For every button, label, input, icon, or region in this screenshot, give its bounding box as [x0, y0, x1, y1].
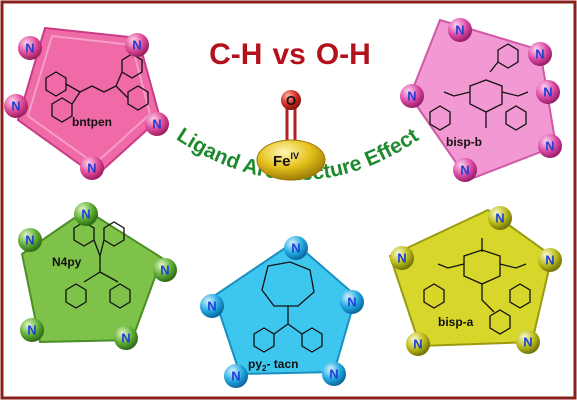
iron-label: FeIV: [273, 151, 299, 170]
n-label-bisp-b-1: N: [455, 23, 464, 38]
n-ball-bntpen-2: [125, 33, 149, 57]
n-ball-bisp-b-2: [528, 42, 552, 66]
pentagon-py2-tacn: [212, 240, 358, 376]
n-label-bntpen-1: N: [25, 41, 34, 56]
n-ball-bntpen-5: [80, 156, 104, 180]
n-ball-bisp-b-4: [536, 80, 560, 104]
n-ball-n4py-1: [74, 202, 98, 226]
structure-bisp-b: [429, 43, 529, 131]
n-ball-py2-tacn-1: [284, 236, 308, 260]
n-label-bisp-b-4: N: [543, 85, 552, 100]
n-donor-atoms: N N N N N N N N N N N N N N N N N N N N N N N N N N: [4, 18, 562, 388]
n-ball-py2-tacn-3: [340, 290, 364, 314]
n-ball-n4py-5: [114, 326, 138, 350]
ligand-label-bntpen: bntpen: [72, 115, 112, 129]
n-label-n4py-1: N: [81, 207, 90, 222]
structure-bisp-a: [423, 238, 531, 335]
ligand-label-bisp-b: bisp-b: [446, 135, 482, 149]
n-label-py2-tacn-1: N: [291, 241, 300, 256]
n-ball-bisp-b-6: [538, 134, 562, 158]
n-label-bntpen-5: N: [87, 161, 96, 176]
n-ball-n4py-3: [20, 318, 44, 342]
n-label-bisp-b-6: N: [545, 139, 554, 154]
n-label-bisp-a-4: N: [413, 337, 422, 352]
n-label-py2-tacn-3: N: [347, 295, 356, 310]
n-ball-n4py-2: [18, 228, 42, 252]
structure-n4py: [65, 221, 131, 309]
n-label-bisp-a-3: N: [545, 253, 554, 268]
n-label-bntpen-2: N: [132, 38, 141, 53]
n-label-bisp-b-5: N: [460, 163, 469, 178]
n-label-bisp-b-3: N: [407, 89, 416, 104]
n-label-py2-tacn-2: N: [207, 299, 216, 314]
n-label-py2-tacn-4: N: [231, 369, 240, 384]
n-label-bisp-b-2: N: [535, 47, 544, 62]
n-label-bntpen-3: N: [11, 99, 20, 114]
pentagon-bisp-b: [408, 18, 558, 182]
n-label-bisp-a-2: N: [397, 251, 406, 266]
n-ball-bisp-a-5: [516, 330, 540, 354]
ligand-label-py2-tacn: py2- tacn: [248, 357, 298, 373]
n-label-py2-tacn-5: N: [329, 367, 338, 382]
n-ball-bisp-b-5: [453, 158, 477, 182]
n-ball-bntpen-1: [18, 36, 42, 60]
n-label-n4py-5: N: [121, 331, 130, 346]
n-ball-bntpen-4: [145, 112, 169, 136]
pentagon-bntpen-inner: [26, 34, 152, 166]
structure-bntpen: [45, 53, 149, 123]
structure-py2-tacn: [253, 261, 323, 353]
ligand-py2-tacn: [212, 240, 358, 376]
n-label-bisp-a-5: N: [523, 335, 532, 350]
n-label-n4py-2: N: [25, 233, 34, 248]
n-label-n4py-4: N: [160, 263, 169, 278]
n-ball-n4py-4: [153, 258, 177, 282]
n-label-bisp-a-1: N: [495, 211, 504, 226]
ligand-label-n4py: N4py: [52, 255, 82, 269]
n-ball-py2-tacn-4: [224, 364, 248, 388]
n-ball-bisp-a-4: [406, 332, 430, 356]
n-ball-bisp-b-3: [400, 84, 424, 108]
n-ball-bisp-b-1: [448, 18, 472, 42]
oxygen-atom: [281, 90, 301, 110]
n-ball-py2-tacn-5: [322, 362, 346, 386]
n-label-n4py-3: N: [27, 323, 36, 338]
iron-atom: [256, 139, 326, 181]
fe-oxo-center: O FeIV: [256, 90, 326, 181]
n-ball-bisp-a-2: [390, 246, 414, 270]
n-label-bntpen-4: N: [152, 117, 161, 132]
n-ball-bisp-a-3: [538, 248, 562, 272]
n-ball-bisp-a-1: [488, 206, 512, 230]
ligand-label-bisp-a: bisp-a: [438, 315, 474, 329]
oxygen-label: O: [286, 93, 296, 108]
ligand-bisp-b: [408, 18, 558, 182]
n-ball-bntpen-3: [4, 94, 28, 118]
n-ball-py2-tacn-2: [200, 294, 224, 318]
